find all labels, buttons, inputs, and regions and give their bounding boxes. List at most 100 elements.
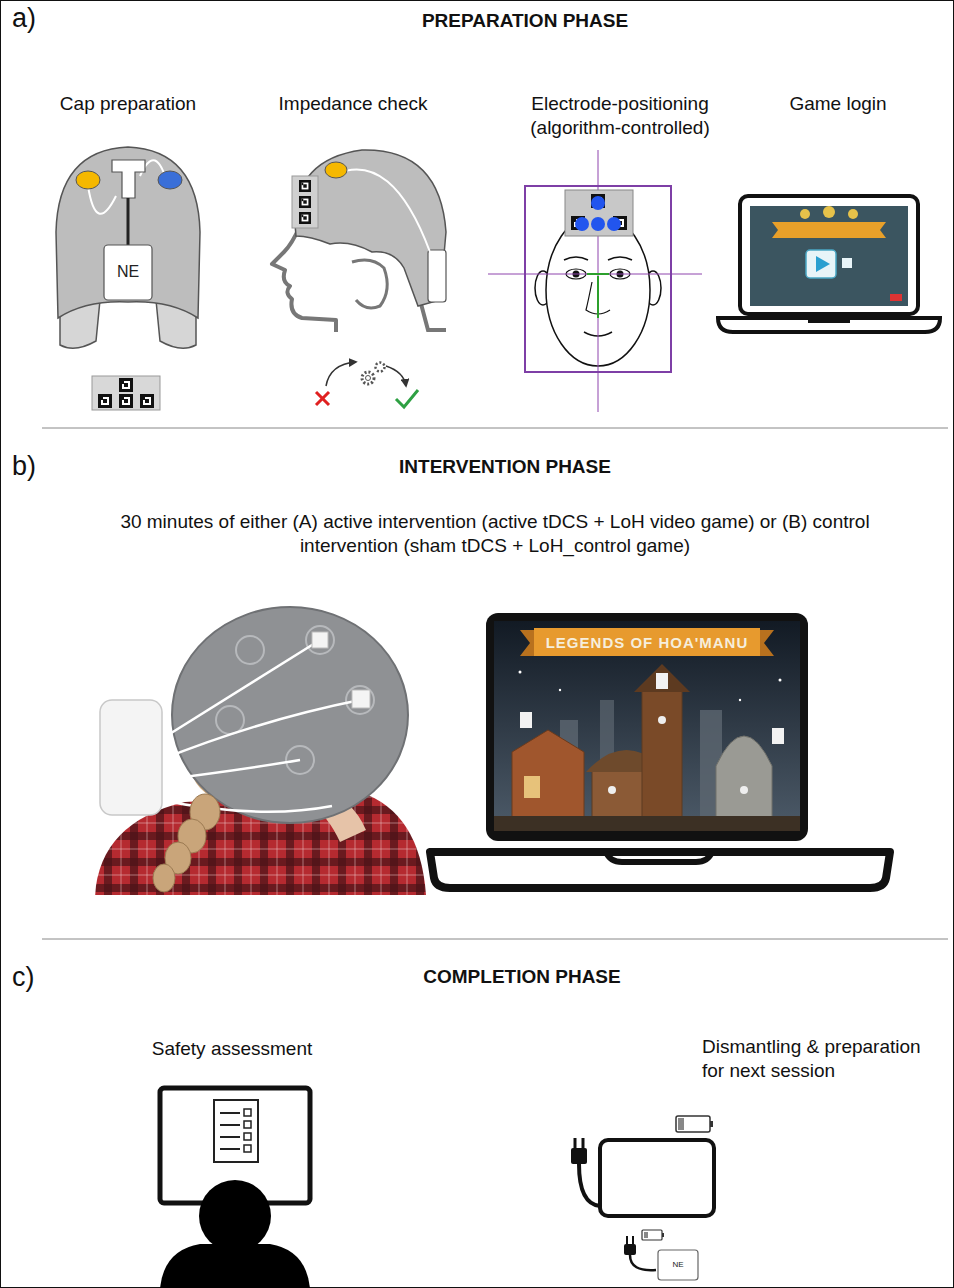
face-illustration: [565, 190, 633, 236]
assessment-illustration: [160, 1244, 310, 1288]
laptop-illustration: [718, 318, 940, 332]
caption-text: 30 minutes of either (A) active interven…: [88, 508, 903, 560]
impedance-illustration: [299, 212, 311, 224]
face-illustration: [597, 276, 599, 318]
face-illustration: [488, 274, 702, 275]
game-laptop-illustration: [642, 690, 682, 826]
game-laptop-illustration: [512, 730, 584, 826]
panel-letter: b): [12, 450, 36, 484]
laptop-illustration: [806, 250, 836, 278]
laptop-illustration: [772, 222, 886, 238]
cap-illustration: [119, 394, 133, 408]
game-laptop-illustration: [772, 728, 784, 744]
face-illustration: [591, 217, 605, 231]
assessment-illustration: [214, 1100, 258, 1162]
game-laptop-illustration: [524, 776, 540, 798]
charging-illustration: [630, 1255, 656, 1270]
laptop-illustration: [750, 206, 908, 306]
cap-illustration: [88, 186, 116, 214]
charging-illustration: [571, 1116, 714, 1280]
participant-illustration: [160, 800, 332, 812]
impedance-illustration: [316, 392, 329, 405]
assessment-illustration: [220, 1148, 240, 1150]
participant-illustration: [95, 607, 426, 895]
game-laptop-illustration: [634, 664, 690, 692]
step-caption: Electrode-positioning (algorithm-control…: [505, 90, 735, 146]
step-caption: Dismantling & preparation for next sessi…: [700, 1033, 940, 1089]
laptop-illustration: [718, 196, 940, 332]
game-laptop-illustration: [779, 679, 782, 682]
charging-illustration: [632, 1236, 634, 1244]
participant-illustration: [153, 864, 175, 892]
cap-illustration: [56, 147, 200, 410]
laptop-illustration: [848, 209, 858, 219]
impedance-illustration: [386, 366, 406, 386]
step-caption: Impedance check: [253, 90, 453, 122]
participant-illustration: [312, 632, 328, 648]
participant-illustration: [346, 686, 374, 714]
game-laptop-illustration: [430, 613, 890, 888]
impedance-illustration: [326, 362, 356, 386]
phase-panel: a)PREPARATION PHASECap preparationImpeda…: [0, 0, 954, 428]
laptop-illustration: [816, 256, 830, 272]
cap-illustration: [98, 394, 112, 408]
game-laptop-illustration: [608, 786, 616, 794]
laptop-illustration: [740, 196, 918, 314]
charging-illustration: [658, 1250, 698, 1280]
game-laptop-illustration: [716, 736, 772, 826]
phase-panel: b)INTERVENTION PHASE30 minutes of either…: [0, 428, 954, 939]
cap-illustration: [104, 245, 152, 300]
participant-illustration: [172, 607, 408, 823]
game-laptop-illustration: [606, 852, 712, 862]
laptop-illustration: [808, 318, 850, 323]
game-laptop-illustration: [658, 716, 666, 724]
charging-illustration: [678, 1118, 684, 1130]
face-illustration: [587, 273, 609, 275]
step-caption: Game login: [763, 90, 913, 122]
impedance-illustration: [428, 250, 446, 302]
participant-illustration: [236, 636, 264, 664]
impedance-illustration: [362, 372, 374, 384]
caption-text: Cap preparation: [28, 90, 228, 118]
charging-illustration: [626, 1236, 628, 1244]
panel-separator: [42, 428, 948, 429]
cap-illustration: [92, 376, 160, 410]
caption-text: Impedance check: [253, 90, 453, 118]
phase-heading: PREPARATION PHASE: [422, 9, 628, 33]
participant-illustration: [160, 700, 360, 760]
game-laptop-illustration: [430, 852, 890, 888]
charging-illustration: [574, 1138, 577, 1148]
face-illustration: [607, 217, 621, 231]
impedance-illustration: [292, 176, 318, 228]
caption-text: Game login: [763, 90, 913, 118]
caption-text: Electrode-positioning (algorithm-control…: [505, 90, 735, 142]
impedance-illustration: [299, 196, 311, 208]
cap-illustration: [140, 394, 154, 408]
face-illustration: [608, 257, 632, 260]
impedance-illustration: [376, 363, 385, 372]
step-caption: Safety assessment: [122, 1035, 342, 1067]
assessment-illustration: [160, 1088, 310, 1288]
game-title: LEGENDS OF HOA'MANU: [546, 635, 749, 650]
device-label: NE: [117, 264, 139, 280]
laptop-illustration: [823, 206, 835, 218]
cap-illustration: [158, 171, 182, 189]
face-illustration: [591, 196, 605, 210]
assessment-illustration: [244, 1109, 251, 1116]
charging-illustration: [600, 1140, 714, 1216]
participant-illustration: [352, 690, 370, 708]
charging-illustration: [710, 1121, 713, 1127]
assessment-illustration: [220, 1136, 240, 1138]
game-laptop-illustration: [559, 689, 561, 691]
game-laptop-illustration: [739, 699, 741, 701]
participant-illustration: [160, 760, 300, 780]
panel-letter: c): [12, 961, 35, 995]
impedance-illustration: [366, 376, 371, 381]
charging-illustration: [582, 1138, 585, 1148]
charging-illustration: [571, 1148, 587, 1164]
impedance-illustration: [336, 169, 430, 252]
phase-heading: COMPLETION PHASE: [423, 965, 620, 989]
